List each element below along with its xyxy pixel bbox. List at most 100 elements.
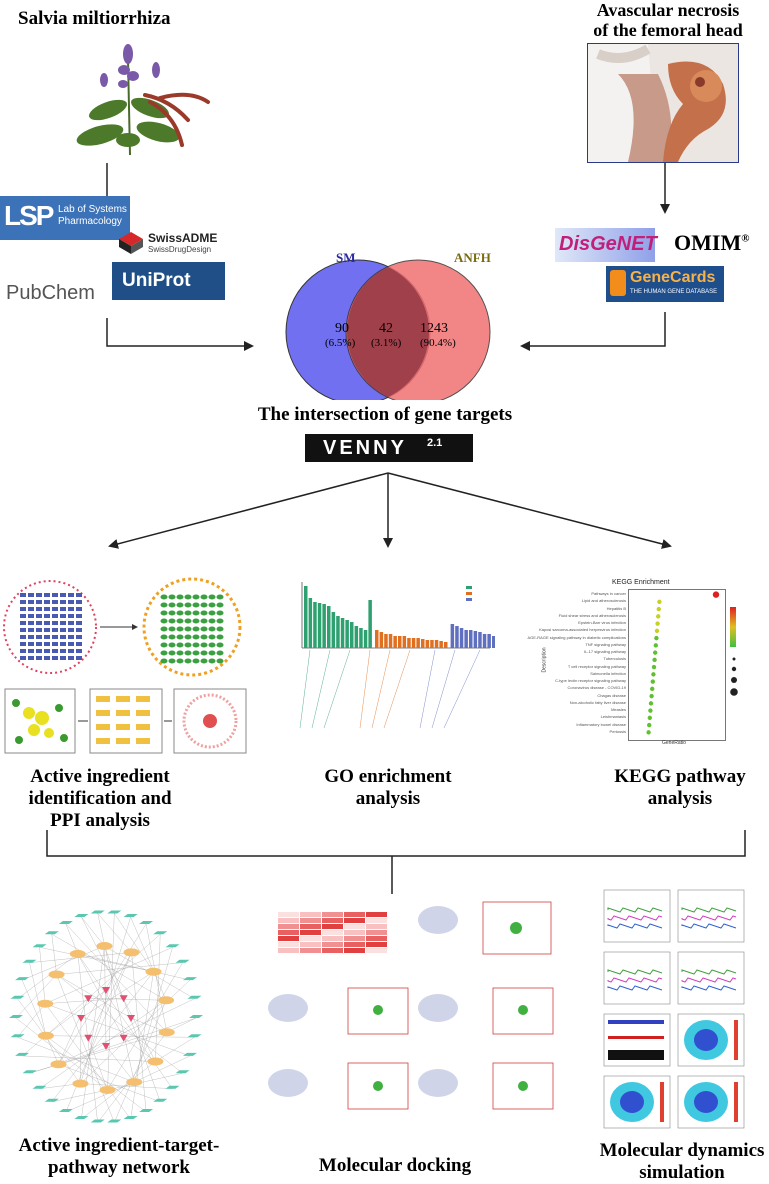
- ppi-node: [20, 628, 26, 632]
- docking-table-cell: [344, 942, 365, 947]
- ppi-node: [176, 650, 184, 656]
- go-enrichment-image: [299, 582, 495, 729]
- pathway-node: [32, 944, 47, 948]
- md-trace: [681, 915, 737, 921]
- go-bar: [434, 640, 439, 648]
- pathway-node: [74, 914, 89, 918]
- ppi-node: [52, 635, 58, 639]
- go-bar: [345, 620, 349, 648]
- pathway-node: [107, 1119, 122, 1123]
- ppi-node: [52, 628, 58, 632]
- docking-table-cell: [344, 924, 365, 929]
- go-bar: [421, 639, 425, 648]
- target-node: [99, 1085, 116, 1094]
- lsp-logo-text: Lab of Systems Pharmacology: [58, 204, 127, 228]
- disgenet-logo: DisGeNET: [555, 228, 657, 262]
- ppi-node: [28, 628, 34, 632]
- ppi-node: [192, 626, 200, 632]
- docking-table-cell: [322, 924, 343, 929]
- ppi-node: [68, 593, 74, 597]
- kegg-term-label: Coronavirus disease - COVID-19: [567, 685, 626, 691]
- ppi-node: [160, 658, 168, 664]
- docking-title: Molecular docking: [318, 1155, 472, 1176]
- ppi-node: [216, 642, 224, 648]
- genecards-text: GeneCards: [630, 269, 716, 286]
- kegg-dot: [657, 599, 662, 605]
- ppi-node: [60, 614, 66, 618]
- go-bar: [450, 624, 455, 648]
- go-bar: [430, 640, 434, 648]
- kegg-dot: [712, 591, 720, 598]
- pathway-node: [22, 959, 37, 963]
- kegg-term-label: AGE-RAGE signaling pathway in diabetic c…: [527, 634, 627, 640]
- kegg-dots: [646, 591, 720, 735]
- go-bar: [469, 630, 473, 648]
- kegg-dot: [654, 628, 660, 634]
- anfh-title-line1: Avascular necrosis: [596, 0, 740, 20]
- docking-table-cell: [366, 948, 387, 953]
- ppi-node: [184, 634, 192, 640]
- ppi-node: [20, 607, 26, 611]
- venn-overlap: [346, 267, 430, 397]
- ppi-node: [44, 607, 50, 611]
- go-bar: [388, 634, 393, 648]
- ppi-node: [60, 656, 66, 660]
- go-bar: [304, 586, 308, 648]
- kegg-term-label: Lipid and atherosclerosis: [581, 598, 626, 604]
- docking-table-cell: [322, 912, 343, 917]
- ingredient-node: [77, 1015, 85, 1022]
- ppi-node: [36, 607, 42, 611]
- ppi-node: [68, 649, 74, 653]
- ppi-node: [160, 650, 168, 656]
- go-bar: [354, 626, 359, 648]
- ppi-node: [20, 642, 26, 646]
- ppi-node: [176, 642, 184, 648]
- kegg-term-label: TNF signaling pathway: [585, 641, 626, 647]
- ppi-node: [184, 594, 192, 600]
- target-node: [96, 942, 113, 951]
- docking-table-cell: [300, 936, 321, 941]
- ppi-node: [52, 621, 58, 625]
- kegg-term-label: Fluid shear stress and atherosclerosis: [558, 612, 626, 618]
- md-title-line1: Molecular dynamics: [599, 1140, 765, 1161]
- pathway-node: [165, 1085, 180, 1089]
- md-trace: [608, 1020, 664, 1024]
- pathway-node: [182, 977, 197, 981]
- kegg-dot: [646, 730, 651, 735]
- ppi-node: [176, 602, 184, 608]
- kegg-dot: [648, 701, 654, 706]
- kegg-dot: [656, 614, 661, 619]
- ppi-node: [44, 628, 50, 632]
- ppi-node: [168, 626, 176, 632]
- ppi-node: [208, 634, 216, 640]
- pathway-node: [139, 921, 154, 925]
- ppi-node: [36, 614, 42, 618]
- go-bar: [317, 603, 322, 648]
- salvia-title: Salvia miltiorrhiza: [18, 8, 171, 29]
- lsp-logo: LSP Lab of Systems Pharmacology: [0, 196, 130, 240]
- ppi-node: [168, 610, 176, 616]
- swissadme-logo: SwissADME SwissDrugDesign: [118, 230, 228, 256]
- ingredient-node: [84, 995, 93, 1003]
- venn-label-sm: SM: [336, 250, 356, 265]
- ppi-node: [52, 642, 58, 646]
- ppi-node: [192, 650, 200, 656]
- ppi-node: [168, 634, 176, 640]
- ppi-node: [160, 626, 168, 632]
- md-trace: [607, 977, 663, 983]
- ppi-node: [44, 600, 50, 604]
- ppi-node: [76, 628, 82, 632]
- ppi-node: [60, 607, 66, 611]
- docking-table-cell: [300, 930, 321, 935]
- docking-table-cell: [300, 912, 321, 917]
- ppi-node: [168, 618, 176, 624]
- target-node: [126, 1078, 143, 1087]
- ppi-node: [76, 593, 82, 597]
- pathway-node: [44, 1098, 59, 1102]
- md-title-line2: simulation: [639, 1162, 725, 1183]
- docking-table-cell: [322, 942, 343, 947]
- anfh-title-line2: of the femoral head: [593, 20, 743, 40]
- md-colorbar: [734, 1082, 738, 1122]
- docking-table-cell: [366, 912, 387, 917]
